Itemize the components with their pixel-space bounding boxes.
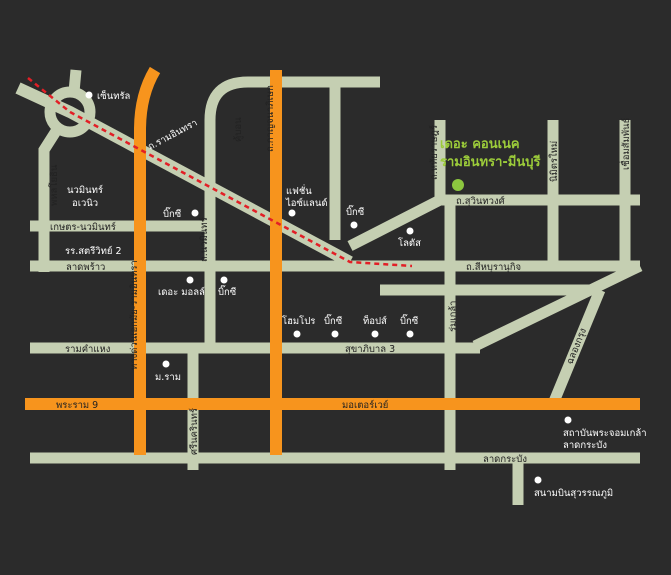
road-north-exit <box>68 69 82 93</box>
label-kmitl-2: ลาดกระบัง <box>563 440 607 451</box>
expressway-ekkamai-ramintra <box>134 66 161 455</box>
landmark-dot <box>220 276 228 284</box>
label-road-nimitmai: นิมิตรใหม่ <box>548 141 560 182</box>
label-road-lat-phrao: ลาดพร้าว <box>66 262 105 273</box>
landmark-dot <box>564 416 572 424</box>
label-road-chalong-krung: ฉลองกรุง <box>565 327 589 366</box>
label-road-kanchanaphisek: ถ.กาญจนาภิเษก <box>265 85 276 152</box>
label-road-motorway: มอเตอร์เวย์ <box>342 399 388 411</box>
landmark-dot <box>371 330 379 338</box>
label-road-phahonyothin: พหลโยธิน <box>48 164 60 206</box>
label-central: เซ็นทรัล <box>97 89 131 102</box>
landmark-dot <box>293 330 301 338</box>
label-bigc-3: บิ๊กซี <box>218 284 237 298</box>
landmark-dot <box>406 330 414 338</box>
label-road-hathairat: ถ.หทัยราษฎร์ <box>428 125 440 180</box>
roundabout <box>44 86 96 138</box>
label-university: ม.ราม <box>155 372 181 383</box>
label-road-sihaburanukit: ถ.สีหบุรานุกิจ <box>466 261 521 273</box>
landmark-dot <box>288 209 296 217</box>
label-airport: สนามบินสุวรรณภูมิ <box>534 488 613 499</box>
label-homepro: โฮมโปร <box>282 315 315 327</box>
project-name-line1: เดอะ คอนเนค <box>440 137 520 152</box>
label-tops: ท็อปส์ <box>363 314 387 327</box>
label-bigc-1: บิ๊กซี <box>163 206 182 220</box>
label-sathit-2: รร.สตรีวิทย์ 2 <box>65 245 122 257</box>
label-road-kaset-nawamin: เกษตร-นวมินทร์ <box>50 221 116 233</box>
road-diagonal-right <box>472 261 643 351</box>
label-bigc-4: บิ๊กซี <box>324 313 343 327</box>
landmark-dot <box>162 360 170 368</box>
label-road-ramintra: ถ.รามอินทรา <box>146 117 199 152</box>
label-nawamin-avenue-2: อเวนิว <box>72 198 98 209</box>
label-nawamin-avenue-1: นวมินทร์ <box>67 184 103 196</box>
landmark-dot <box>186 276 194 284</box>
landmark-dot <box>350 221 358 229</box>
label-road-chuem-samphan: เชื่อมสัมพันธ์ <box>619 118 632 170</box>
project-name-line2: รามอินทรา-มีนบุรี <box>440 154 541 170</box>
landmark-dot <box>406 227 414 235</box>
label-road-rama-9: พระราม 9 <box>56 400 98 411</box>
label-road-rom-klao: ร่มเกล้า <box>448 300 459 332</box>
route-to-project <box>27 77 413 268</box>
label-road-nawamin: ถ.นวมินทร์ <box>198 217 210 262</box>
label-road-suwinthawong: ถ.สุวินทวงศ์ <box>456 195 505 207</box>
label-road-ekkamai-ramintra: ทางด่วนเอกมัย-รามอินทรา <box>129 260 140 370</box>
label-bigc-2: บิ๊กซี <box>346 204 365 218</box>
label-road-khubon: คู้บอน <box>233 117 244 142</box>
label-fashion-island-2: ไอซ์แลนด์ <box>285 197 328 209</box>
label-lotus: โลตัส <box>398 237 421 249</box>
label-road-lat-krabang: ลาดกระบัง <box>483 454 527 465</box>
landmark-dot <box>85 91 93 99</box>
label-bigc-5: บิ๊กซี <box>400 313 419 327</box>
label-road-srinakarin: ศรีนครินทร์ <box>188 408 200 455</box>
road-suwinthawong <box>347 194 640 251</box>
label-road-sukhaphiban-3: สุขาภิบาล 3 <box>345 344 395 355</box>
landmark-dot <box>534 476 542 484</box>
road-khubon <box>204 76 380 350</box>
label-the-mall: เดอะ มอลล์ <box>158 286 205 298</box>
landmark-dot <box>331 330 339 338</box>
road-chalong-krung <box>547 287 606 407</box>
label-kmitl-1: สถาบันพระจอมเกล้า <box>563 428 647 439</box>
label-fashion-island-1: แฟชั่น <box>286 184 312 197</box>
landmark-dot <box>191 209 199 217</box>
label-road-ram-khamhaeng: รามคำแหง <box>65 344 110 355</box>
project-marker-icon <box>452 179 464 191</box>
